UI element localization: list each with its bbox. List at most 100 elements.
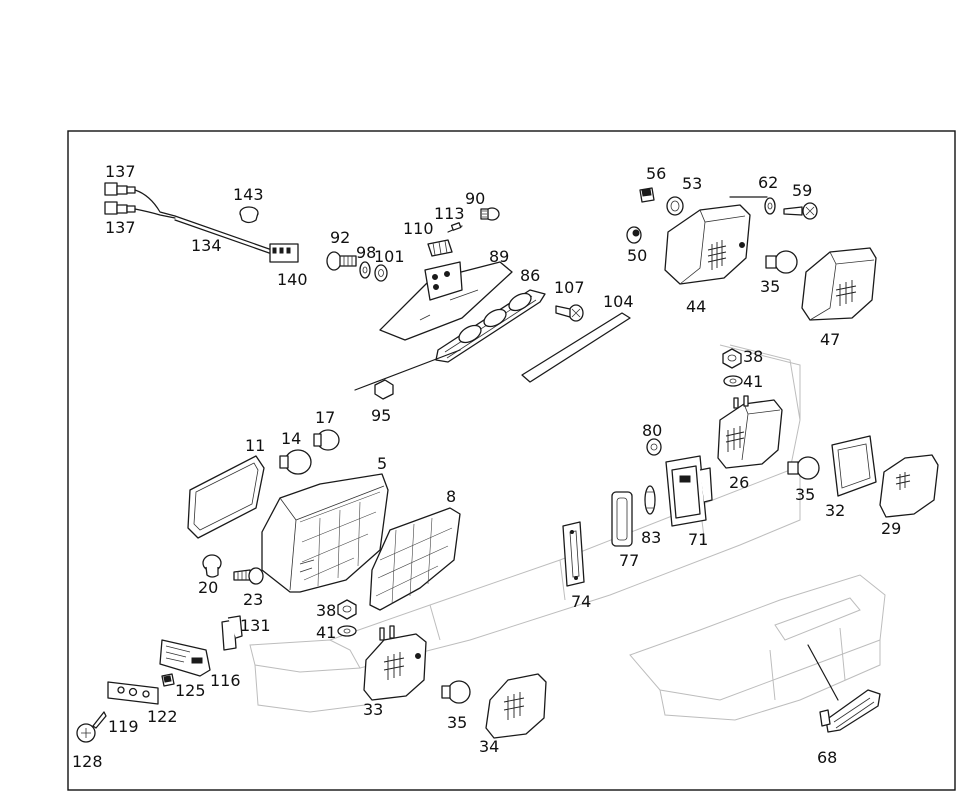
label-140: 140 — [277, 270, 308, 289]
label-59: 59 — [792, 181, 812, 200]
washer-98 — [359, 261, 371, 279]
bulb-35-bottom — [441, 680, 471, 704]
label-41-lower: 41 — [316, 623, 336, 642]
label-5: 5 — [377, 454, 387, 473]
lamp-44 — [664, 204, 751, 285]
label-110: 110 — [403, 219, 434, 238]
nut-95 — [354, 349, 461, 400]
label-143: 143 — [233, 185, 264, 204]
label-41-upper: 41 — [743, 372, 763, 391]
label-14: 14 — [281, 429, 301, 448]
lens-77 — [611, 491, 633, 547]
bulb-83 — [644, 485, 656, 515]
lens-47 — [801, 247, 877, 321]
label-92: 92 — [330, 228, 350, 247]
plug-140 — [269, 243, 299, 263]
screw-92 — [326, 251, 357, 271]
nut-38-upper — [722, 348, 742, 369]
tail-lamp-5 — [261, 473, 389, 593]
screw-23 — [233, 567, 264, 585]
label-80: 80 — [642, 421, 662, 440]
plate-122 — [107, 681, 159, 705]
label-104: 104 — [603, 292, 634, 311]
label-137-bottom: 137 — [105, 218, 136, 237]
label-32: 32 — [825, 501, 845, 520]
part-labels: 137 137 143 134 140 92 98 101 110 113 90… — [72, 162, 901, 771]
nut-38-lower — [337, 599, 357, 620]
label-113: 113 — [434, 204, 465, 223]
clip-125 — [161, 673, 175, 687]
wiring-harness-134 — [104, 182, 299, 263]
screw-119 — [92, 711, 107, 729]
label-29: 29 — [881, 519, 901, 538]
label-137-top: 137 — [105, 162, 136, 181]
bulb-17 — [313, 429, 340, 451]
label-50: 50 — [627, 246, 647, 265]
plate-74 — [562, 521, 585, 587]
label-35-right: 35 — [795, 485, 815, 504]
lens-29 — [879, 454, 939, 518]
seal-strip-104 — [521, 312, 631, 383]
grommet-53 — [666, 196, 684, 216]
label-56: 56 — [646, 164, 666, 183]
lamp-116 — [159, 639, 211, 677]
lamp-26 — [717, 395, 783, 469]
label-95: 95 — [371, 406, 391, 425]
gasket-32 — [831, 435, 877, 497]
clip-56 — [639, 187, 655, 203]
label-77: 77 — [619, 551, 639, 570]
label-38-upper: 38 — [743, 347, 763, 366]
label-53: 53 — [682, 174, 702, 193]
connector-137-bottom — [104, 201, 118, 215]
label-83: 83 — [641, 528, 661, 547]
label-23: 23 — [243, 590, 263, 609]
label-47: 47 — [820, 330, 840, 349]
bulb-35-right — [787, 456, 820, 480]
label-71: 71 — [688, 530, 708, 549]
label-90: 90 — [465, 189, 485, 208]
washer-101 — [374, 264, 388, 282]
washer-62 — [764, 197, 776, 215]
label-68: 68 — [817, 748, 837, 767]
connector-137-top — [104, 182, 118, 196]
gasket-11 — [187, 455, 265, 539]
grommet-80 — [646, 438, 662, 456]
washer-41-lower — [337, 625, 357, 637]
lamp-68 — [807, 644, 881, 733]
lens-34 — [485, 673, 547, 739]
connector-110 — [427, 239, 453, 257]
pin-113 — [447, 222, 463, 233]
label-74: 74 — [571, 592, 591, 611]
housing-89 — [379, 261, 513, 341]
label-35-bottom: 35 — [447, 713, 467, 732]
label-62: 62 — [758, 173, 778, 192]
label-89: 89 — [489, 247, 509, 266]
label-38-lower: 38 — [316, 601, 336, 620]
label-119: 119 — [108, 717, 139, 736]
label-98: 98 — [356, 243, 376, 262]
label-86: 86 — [520, 266, 540, 285]
label-44: 44 — [686, 297, 706, 316]
grommet-20 — [202, 554, 222, 578]
label-107: 107 — [554, 278, 585, 297]
label-128: 128 — [72, 752, 103, 771]
label-33: 33 — [363, 700, 383, 719]
label-122: 122 — [147, 707, 178, 726]
label-17: 17 — [315, 408, 335, 427]
brake-light-86 — [435, 289, 546, 363]
grommet-143 — [239, 206, 259, 224]
washer-41-upper — [723, 375, 743, 387]
label-134: 134 — [191, 236, 222, 255]
label-131: 131 — [240, 616, 271, 635]
label-26: 26 — [729, 473, 749, 492]
connector-131 — [221, 615, 243, 651]
bulb-14 — [279, 449, 312, 475]
lens-8 — [369, 507, 461, 611]
label-35-top: 35 — [760, 277, 780, 296]
lamp-33 — [363, 625, 427, 701]
bulb-35-top — [765, 250, 798, 274]
screw-128 — [76, 723, 96, 743]
label-34: 34 — [479, 737, 499, 756]
bumper-outline — [249, 344, 886, 721]
